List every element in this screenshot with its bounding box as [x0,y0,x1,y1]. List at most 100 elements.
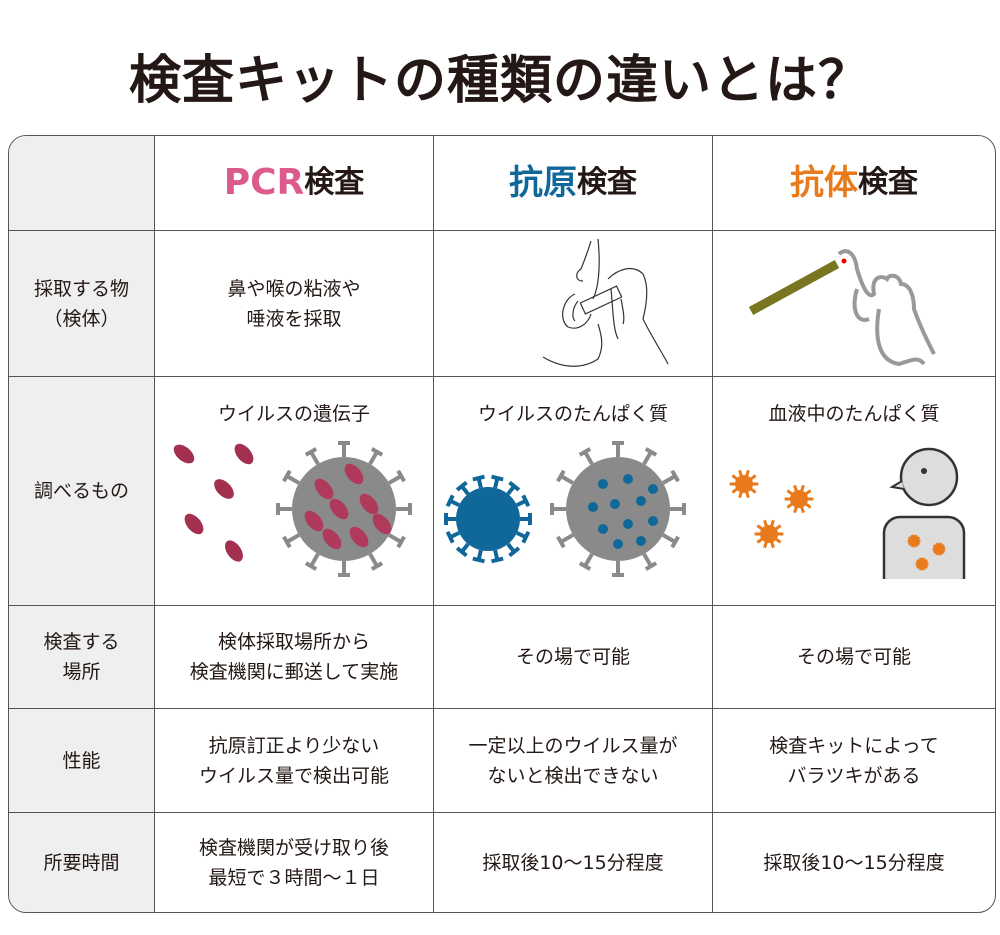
pcr-accent: PCR [223,162,305,203]
antigen-virus-spike [472,474,485,482]
antibody [790,490,808,508]
virus-spike [578,561,592,571]
protein-dot [623,519,633,529]
virus-spike [556,469,566,483]
gene-particle [173,444,195,464]
text-line: 最短で３時間～１日 [208,866,380,889]
antibody-person-illustration [729,447,966,579]
antigen-virus-spike [508,480,521,492]
virus-spike [388,533,403,544]
virus-body [566,457,670,561]
protein-dot [598,524,608,534]
virus-gene-illustration [173,441,412,577]
virus-spike [304,561,318,571]
virus-spike [642,553,653,568]
text-line: 鼻や喉の粘液や [227,277,361,300]
finger-prick-illustration [748,248,936,366]
virus-protein-illustration [444,441,686,577]
person-eye [921,468,927,474]
header-antibody: 抗体検査 [713,136,995,231]
virus-spike [309,450,320,465]
text-line: ウイルスのたんぱく質 [477,403,668,425]
antigen-target: ウイルスのたんぱく質 [434,377,713,606]
antigen-rest: 検査 [577,165,637,200]
virus-spike [583,553,594,568]
protein-dot [648,484,658,494]
virus-spike [559,474,574,485]
person-head [899,447,959,507]
antigen-virus-spike [472,556,485,564]
text-line: ウイルスの遺伝子 [217,403,370,425]
gene-particle [234,443,254,465]
pcr-rest: 検査 [304,165,365,200]
antigen-virus-spike [445,494,455,508]
pcr-target: ウイルスの遺伝子 [155,377,434,606]
antigen-virus-spike [521,494,531,508]
antigen-virus-spike [455,546,468,558]
row-label-performance: 性能 [9,709,155,813]
label-line: （検体） [43,307,120,330]
virus-spike [644,561,658,571]
virus-spike [583,450,594,465]
antigen-accent: 抗原 [509,163,577,203]
virus-spike [662,533,677,544]
label-line: 採取する物 [33,277,129,300]
pcr-place: 検体採取場所から検査機関に郵送して実施 [155,606,434,709]
gene-particle [214,479,234,499]
gene-particle [184,513,204,535]
virus-spike [285,474,300,485]
antigen-sample [434,231,713,377]
label-line: 場所 [62,661,101,683]
antibody-target: 血液中のたんぱく質 [713,377,995,606]
virus-spike [370,447,384,457]
antigen-place: その場で可能 [434,606,713,709]
protein-dot [610,499,620,509]
person-body [882,515,966,579]
antibody [935,545,943,553]
text-line: 検査キットによって [769,734,939,757]
text-line: 抗原訂正より少ない [208,734,380,757]
text-line: ウイルス量で検出可能 [198,764,389,787]
virus-spike [556,535,566,549]
virus-spike [282,469,292,483]
virus-spike [396,469,406,483]
text-line: 血液中のたんぱく質 [768,403,940,425]
antigen-virus-spike [491,474,504,482]
row-label-place: 検査する場所 [9,606,155,709]
label-line: 検査する [43,631,120,653]
pcr-time: 検査機関が受け取り後最短で３時間～１日 [155,813,434,912]
protein-dot [588,502,598,512]
virus-spike [396,535,406,549]
row-label-target: 調べるもの [9,377,155,606]
gene-particle [322,528,342,550]
virus-spike [368,450,379,465]
virus-spike [304,447,318,457]
antibody-time: 採取後10～15分程度 [763,851,945,874]
text-line: 一定以上のウイルス量が [468,734,678,757]
virus-spike [670,469,680,483]
virus-spike [368,553,379,568]
gene-particle [359,493,379,515]
antigen-virus-spike [455,480,468,492]
antigen-virus-spike [521,530,531,544]
antigen-performance: 一定以上のウイルス量がないと検出できない [434,709,713,813]
saliva-swab-illustration [542,238,669,367]
virus-spike [642,450,653,465]
text-line: 検査機関に郵送して実施 [189,661,399,683]
gene-particle [329,498,349,520]
antibody [918,560,926,568]
text-line: ないと検出できない [487,764,659,787]
antibody-rest: 検査 [858,165,918,200]
antibody-accent: 抗体 [790,163,858,203]
text-line: バラツキがある [787,764,921,787]
protein-dot [623,474,633,484]
gene-particle [304,510,324,532]
pcr-sample: 鼻や喉の粘液や唾液を採取 [155,231,434,377]
virus-spike [388,474,403,485]
text-line: 検体採取場所から [217,631,370,653]
antibody [735,475,753,493]
protein-dot [613,539,623,549]
protein-dot [636,536,646,546]
